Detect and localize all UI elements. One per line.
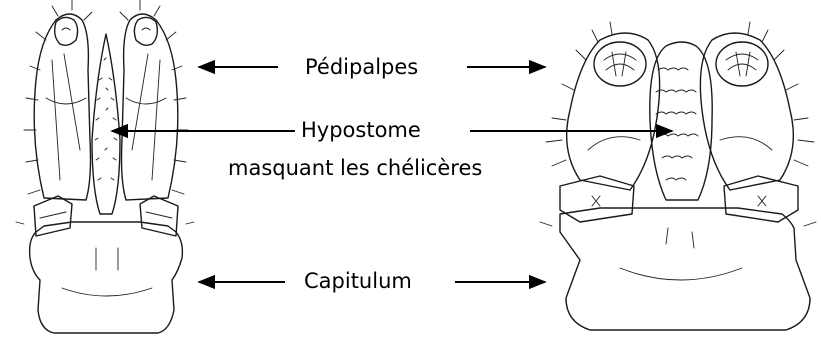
right-specimen bbox=[540, 22, 816, 330]
label-masquant-cheliceres: masquant les chélicères bbox=[228, 158, 482, 179]
label-capitulum: Capitulum bbox=[304, 271, 412, 292]
label-hypostome: Hypostome bbox=[301, 120, 421, 141]
left-specimen bbox=[16, 0, 194, 333]
label-pedipalpes: Pédipalpes bbox=[305, 57, 418, 78]
